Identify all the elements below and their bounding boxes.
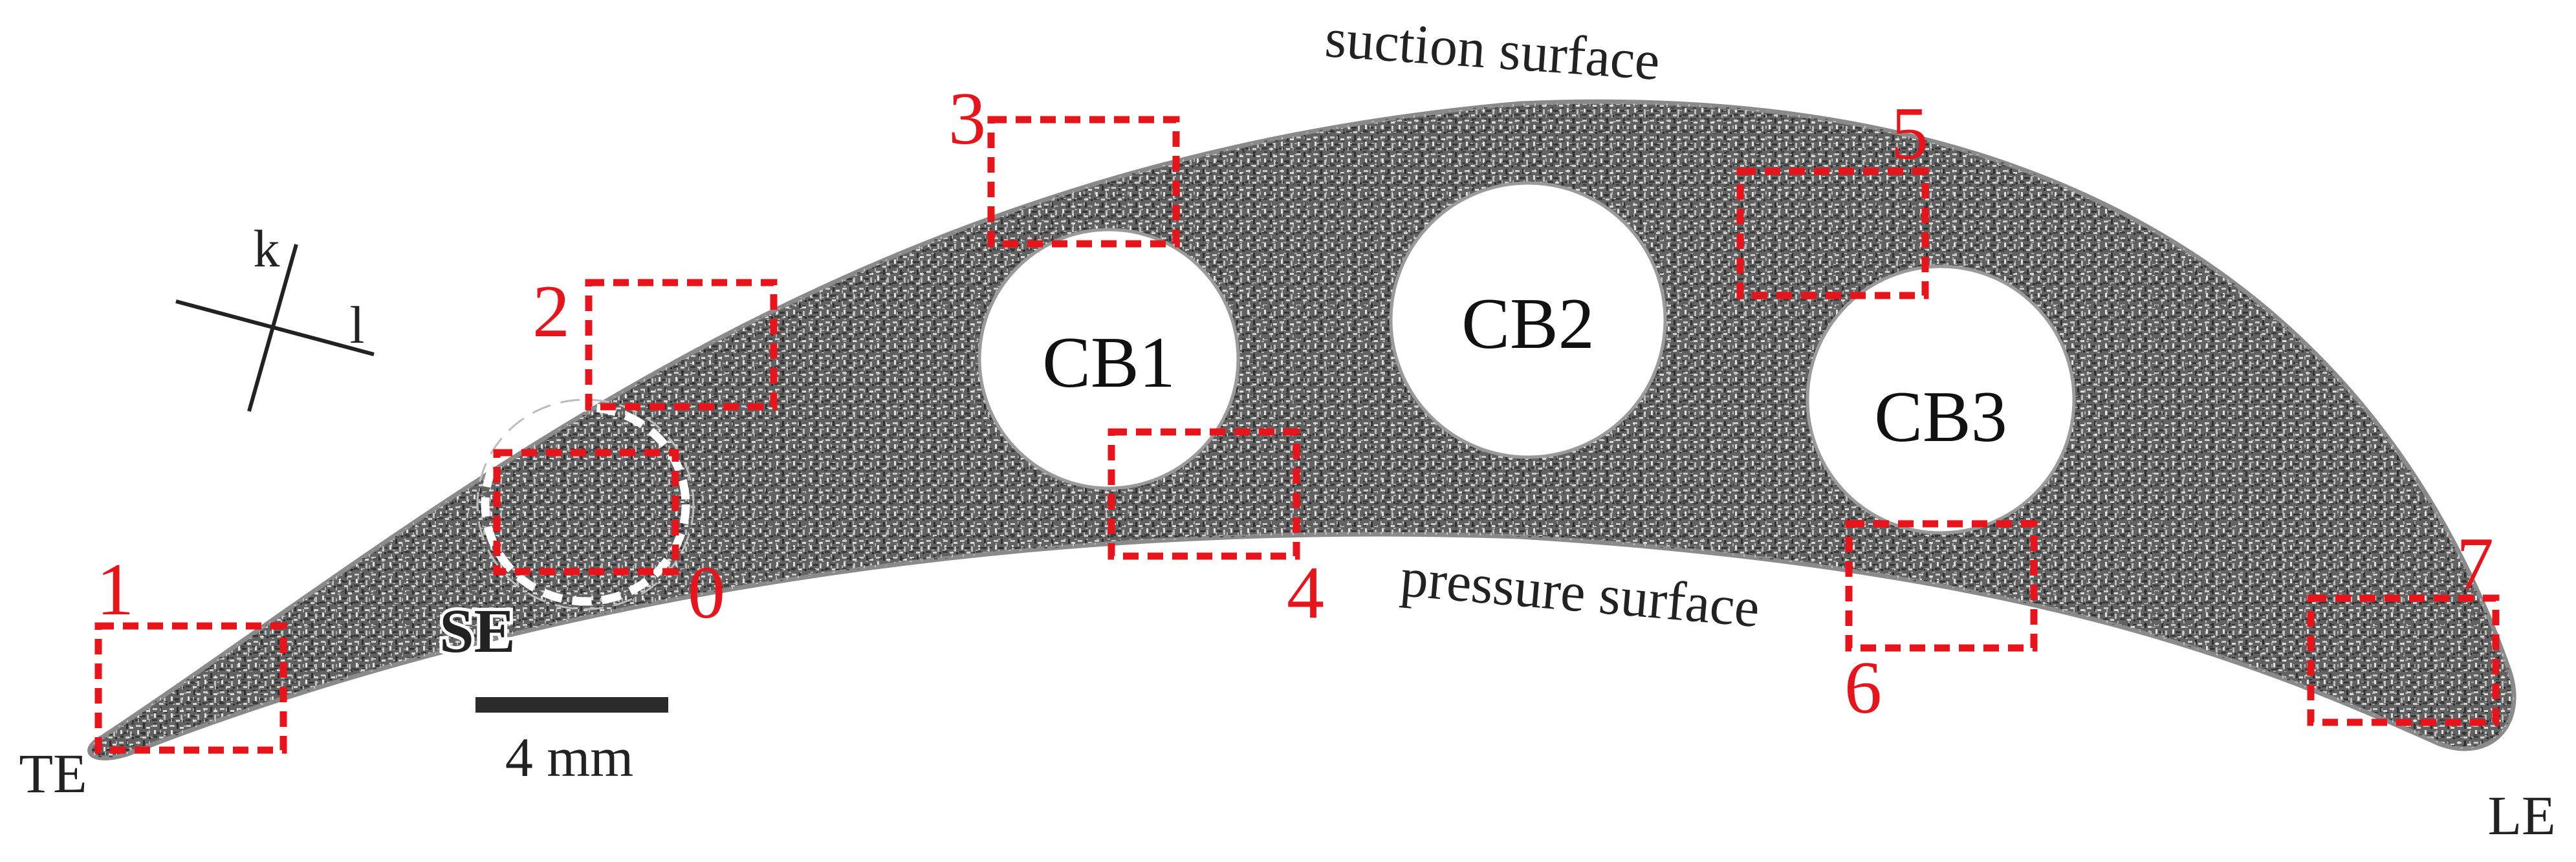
region-box-2 — [585, 279, 778, 411]
k-axis-label: k — [254, 219, 280, 278]
region-box-7 — [2307, 594, 2500, 726]
se-label: SE — [439, 596, 515, 665]
region-box-6 — [1845, 520, 2038, 652]
region-box-4 — [1108, 428, 1300, 560]
orientation-axes — [175, 244, 375, 412]
l-axis-line — [175, 299, 375, 356]
region-label-6: 6 — [1844, 647, 1882, 729]
cooling-bore-cb2 — [1389, 181, 1667, 459]
region-box-3 — [987, 116, 1180, 248]
cb1-label: CB1 — [1042, 323, 1175, 403]
region-boxes — [94, 116, 2500, 754]
region-label-4: 4 — [1287, 552, 1324, 634]
trailing-edge-label: TE — [19, 742, 87, 804]
scale-bar-label: 4 mm — [505, 726, 633, 788]
region-label-1: 1 — [96, 548, 134, 631]
region-label-5: 5 — [1891, 92, 1928, 175]
suction-surface-label: suction surface — [1323, 6, 1662, 92]
se-circle-shadow — [476, 398, 695, 610]
k-axis-line — [247, 244, 298, 412]
blade-cross-section — [87, 99, 2516, 760]
region-labels: 0 1 2 3 4 5 6 7 — [96, 78, 2494, 729]
region-box-0 — [493, 449, 679, 576]
region-label-0: 0 — [688, 552, 725, 634]
region-box-1 — [94, 622, 287, 754]
region-label-3: 3 — [948, 78, 986, 160]
cb3-label: CB3 — [1874, 377, 2007, 457]
region-box-5 — [1736, 167, 1929, 299]
blade-texture-overlay — [89, 102, 2515, 759]
l-axis-label: l — [350, 296, 365, 354]
region-label-2: 2 — [532, 270, 570, 353]
cooling-bore-cb1 — [977, 228, 1240, 490]
pressure-surface-label: pressure surface — [1398, 546, 1762, 639]
cooling-bore-cb3 — [1806, 264, 2076, 535]
leading-edge-label: LE — [2487, 784, 2555, 846]
cb2-label: CB2 — [1461, 284, 1594, 364]
region-label-7: 7 — [2456, 523, 2494, 605]
scale-bar — [475, 697, 668, 713]
